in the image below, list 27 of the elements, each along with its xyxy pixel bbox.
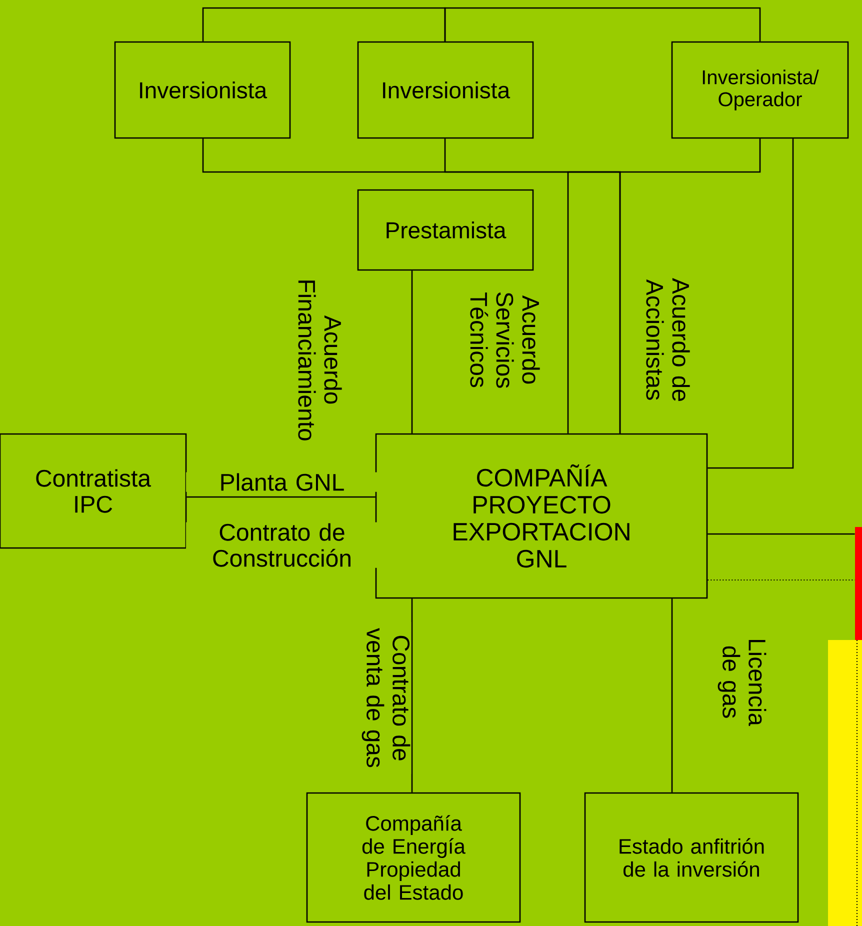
connector-line [411, 270, 413, 434]
edge-label: Contrato de venta de gas [360, 622, 412, 774]
contract-label: Contrato de Construcción [186, 522, 378, 568]
process-box: Inversionista [357, 41, 534, 139]
edge-label: Licencia de gas [716, 606, 768, 758]
process-box: Inversionista/ Operador [671, 41, 849, 139]
edge-label: Planta GNL [186, 472, 378, 492]
process-box: COMPAÑÍA PROYECTO EXPORTACION GNL [375, 433, 708, 599]
edge-label: Acuerdo Financiamiento [297, 274, 343, 446]
connector-line [202, 7, 446, 42]
process-box: Prestamista [357, 189, 534, 271]
connector-line [671, 598, 673, 792]
connector-line [708, 533, 855, 535]
connector-line [444, 7, 761, 42]
process-box: Inversionista [114, 41, 291, 139]
process-box: Estado anfitrión de la inversión [584, 792, 799, 923]
connector-line [444, 138, 621, 434]
connector-line [411, 598, 413, 792]
side-bar [855, 527, 862, 640]
connector-line [186, 496, 376, 498]
connector-line [567, 138, 761, 434]
process-box: Compañía de Energía Propiedad del Estado [306, 792, 521, 923]
edge-label: Acuerdo Servicios Técnicos [469, 284, 541, 396]
connector-line [708, 138, 794, 469]
edge-label: Acuerdo de Accionistas [645, 269, 691, 411]
side-bar [828, 640, 862, 926]
process-box: Contratista IPC [0, 433, 187, 549]
